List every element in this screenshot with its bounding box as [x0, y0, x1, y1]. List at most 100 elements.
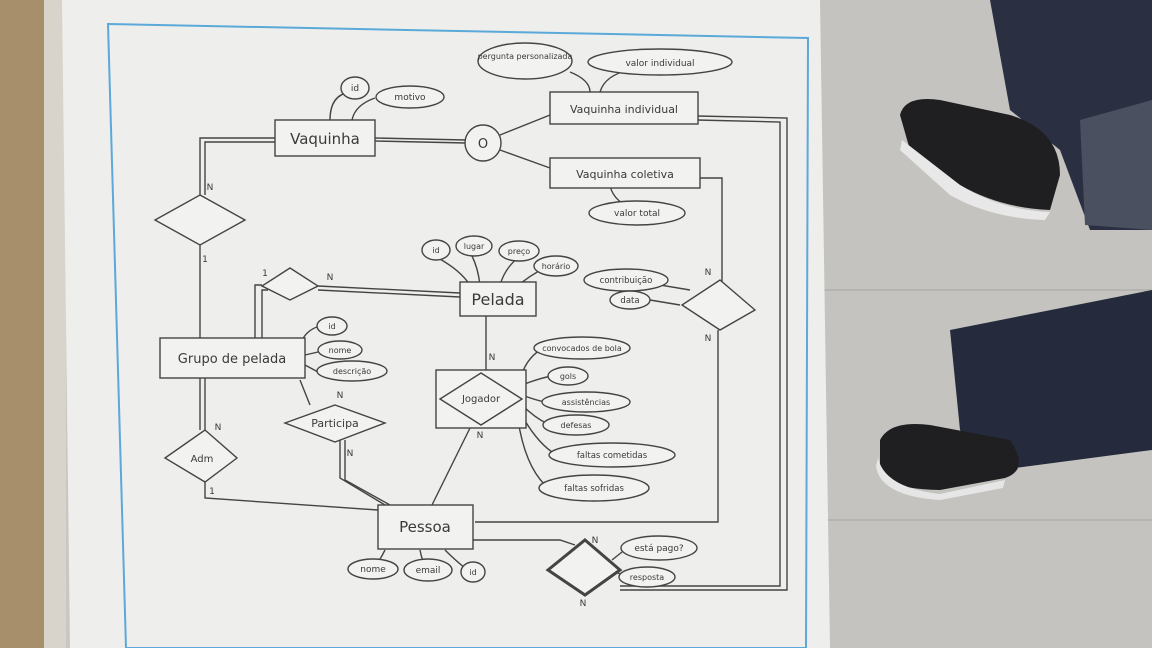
entity-vaquinha: Vaquinha: [290, 130, 360, 148]
entity-vaquinha-coletiva-box: [549, 157, 701, 189]
shoe-bottom-sole: [876, 458, 1005, 500]
attr-grupo-id: id: [328, 322, 335, 331]
attr-ellipse: [542, 414, 610, 436]
attr-ellipse: [498, 240, 540, 262]
line-participa-pessoa-2: [339, 440, 386, 506]
attr-ellipse: [541, 391, 631, 413]
attr-valor-total: valor total: [614, 209, 660, 219]
attr-line: [569, 71, 591, 93]
attr-faltas-sofridas: faltas sofridas: [564, 484, 624, 494]
attr-gols: gols: [560, 372, 576, 381]
line-coletiva-contrib: [700, 177, 723, 282]
card-one: 1: [262, 269, 268, 279]
entity-pessoa-box: [377, 504, 474, 550]
attr-line: [649, 299, 681, 306]
attr-ellipse: [620, 535, 698, 561]
attr-pergunta: pergunta personalizada: [478, 52, 573, 61]
entity-grupo-de-pelada: Grupo de pelada: [178, 352, 286, 367]
entity-pelada: Pelada: [471, 290, 524, 309]
line-individual-pag-2: [620, 119, 781, 587]
attr-assistencias: assistências: [562, 397, 610, 407]
attr-ellipse: [340, 76, 370, 100]
line-contrib-pessoa: [475, 330, 719, 523]
attr-ellipse: [533, 255, 579, 277]
line-vaquinha-spec-2: [374, 137, 467, 141]
attr-ellipse: [375, 85, 445, 109]
rel-diamond-admin: [163, 429, 239, 483]
shapes: [153, 42, 757, 597]
entity-vaquinha-box: [274, 119, 376, 157]
rel-diamond-vaquinha-grupo: [153, 194, 247, 246]
card-n: N: [705, 334, 712, 344]
entity-vaquinha-individual-box: [549, 91, 699, 125]
attr-ellipse: [477, 42, 573, 80]
attr-ellipse: [588, 200, 686, 226]
cardinalities: N 1 1 N N N N N N 1 N N N N: [202, 183, 711, 609]
relationship-labels: Jogador Participa Adm O: [191, 137, 501, 465]
attr-line: [351, 97, 376, 121]
line-pessoa-pag: [470, 539, 576, 546]
entity-labels: Vaquinha Vaquinha individual Vaquinha co…: [178, 103, 678, 536]
rel-participa: Participa: [311, 417, 359, 430]
attr-ellipse: [421, 239, 451, 261]
attr-pessoa-email: email: [416, 566, 441, 576]
attr-ellipse: [548, 442, 676, 468]
entity-pessoa: Pessoa: [399, 518, 451, 536]
attr-line: [304, 351, 319, 356]
attr-ellipse: [455, 235, 493, 257]
card-one: 1: [202, 255, 208, 265]
card-n: N: [705, 268, 712, 278]
attr-ellipse: [547, 366, 589, 386]
line-grupo-pelada: [254, 284, 262, 340]
shoe-top-sole: [900, 140, 1050, 220]
card-n: N: [477, 431, 484, 441]
line-grupo-pelada-2: [261, 289, 268, 340]
connector-lines: [199, 69, 788, 591]
card-n: N: [580, 599, 587, 609]
card-one: 1: [209, 487, 215, 497]
entity-pelada-box: [459, 281, 537, 317]
entity-vaquinha-individual: Vaquinha individual: [570, 103, 678, 116]
card-n: N: [347, 449, 354, 459]
rel-diamond-grupo-pelada: [260, 267, 320, 301]
card-n: N: [592, 536, 599, 546]
attribute-labels: id motivo pergunta personalizada valor i…: [328, 52, 694, 582]
attr-esta-pago: está pago?: [634, 544, 684, 554]
line-participa-pessoa: [344, 440, 391, 506]
shoe-top: [900, 99, 1060, 210]
line-admin-pessoa: [204, 482, 379, 511]
attr-resposta: resposta: [630, 573, 664, 582]
attr-ellipse: [587, 48, 733, 76]
rel-admin: Adm: [191, 454, 214, 465]
attr-grupo-descricao: descrição: [333, 367, 371, 376]
shoe-bottom: [880, 424, 1019, 490]
attr-ellipse: [316, 316, 348, 336]
card-n: N: [215, 423, 222, 433]
attr-defesas: defesas: [561, 421, 592, 430]
attr-line: [304, 364, 319, 373]
card-n: N: [337, 391, 344, 401]
line-spec-coletiva: [499, 149, 551, 169]
attr-faltas-cometidas: faltas cometidas: [577, 451, 648, 461]
attr-ellipse: [316, 360, 388, 382]
jogador-diamond: [438, 372, 524, 426]
attr-valor-individual: valor individual: [625, 59, 694, 69]
line-diamond-pelada-2: [317, 289, 461, 298]
attr-ellipse: [347, 558, 399, 580]
rel-diamond-participa: [282, 404, 388, 443]
card-n: N: [489, 353, 496, 363]
attr-ellipse: [460, 561, 486, 583]
attr-grupo-nome: nome: [329, 346, 352, 355]
paper-margin: [106, 22, 810, 648]
attr-convocados: convocados de bola: [542, 344, 622, 353]
attr-ellipse: [317, 340, 363, 360]
rel-diamond-pagamento: [545, 538, 623, 597]
line-vaquinha-rel: [199, 137, 275, 195]
attr-vaquinha-id: id: [351, 84, 359, 94]
line-vaquinha-rel-2: [204, 141, 275, 195]
rel-diamond-contribuicao: [680, 279, 757, 331]
line-diamond-pelada: [317, 285, 461, 294]
attr-data: data: [620, 296, 639, 306]
attr-pelada-horario: horário: [542, 262, 571, 271]
